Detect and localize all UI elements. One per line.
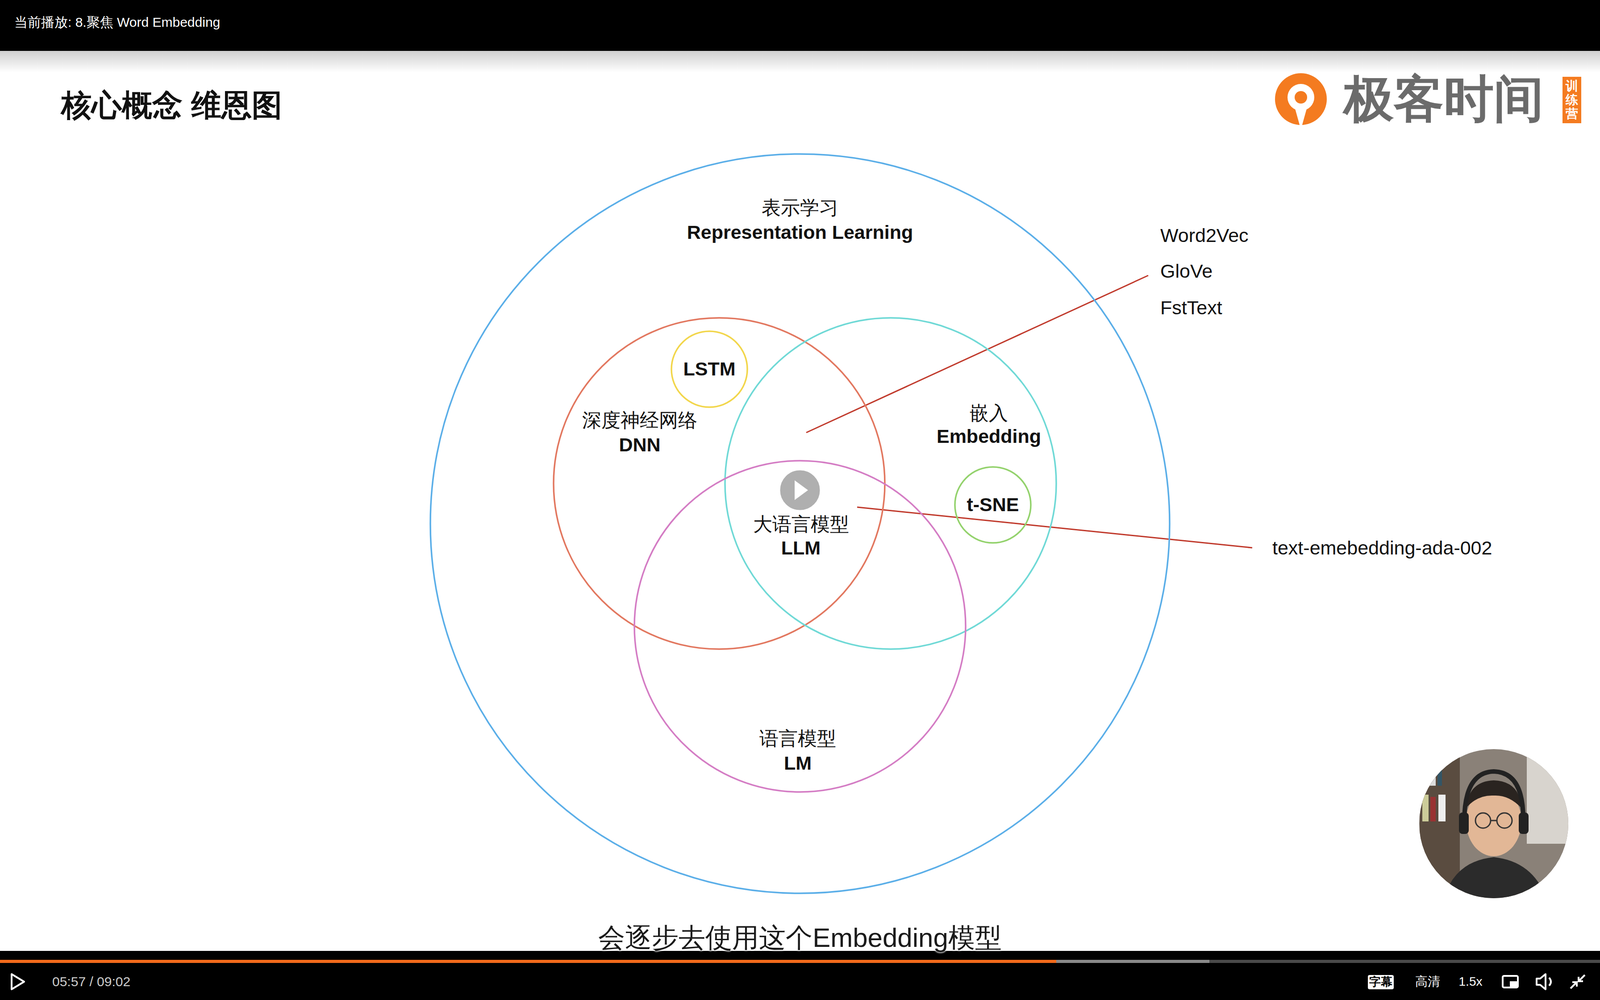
bottom-bar [0, 950, 1600, 1000]
control-button: 1.5x [1458, 974, 1483, 989]
webcam-picture [1415, 745, 1576, 907]
play-icon [11, 974, 25, 990]
venn-circle: 语言模型LM [633, 459, 967, 793]
venn-circle: t-SNE [954, 466, 1032, 544]
circle-stroke [671, 331, 748, 408]
pip-icon [1502, 975, 1518, 988]
circle-label-zh: 嵌入 [969, 402, 1009, 425]
region-label-zh: 大语言模型 [753, 513, 850, 536]
subtitle-button [1367, 975, 1394, 990]
circle-stroke [553, 317, 885, 650]
callout-text: Word2Vec [1160, 224, 1249, 247]
venn-circle: 深度神经网络DNN LSTM [552, 316, 886, 650]
callout-text: FstText [1160, 296, 1223, 319]
circle-label-zh: 深度神经网络 [582, 409, 698, 432]
progress-buffer [0, 959, 1210, 963]
circle-stroke [954, 466, 1031, 543]
venn-circle: LSTM [670, 330, 749, 409]
exit-fullscreen-icon [1570, 975, 1585, 989]
circle-label-zh: 表示学习 [761, 196, 839, 219]
play-overlay [779, 469, 821, 511]
circle-label: LSTM [683, 358, 736, 380]
callout-text: text-emebedding-ada-002 [1272, 537, 1492, 559]
circle-stroke [725, 317, 1057, 650]
time-display: 05:57 / 09:02 [52, 974, 131, 990]
now-playing: 当前播放: 8.聚焦 Word Embedding [14, 14, 221, 31]
top-bar [0, 0, 1600, 51]
callout-text: GloVe [1160, 260, 1213, 283]
volume-icon [1536, 974, 1551, 990]
progress-track [0, 959, 1600, 963]
logo-icon [1275, 73, 1327, 130]
circle-label: DNN [618, 433, 661, 456]
leader-line [857, 507, 1253, 548]
circle-label: LM [783, 752, 812, 775]
circle-stroke [634, 460, 966, 792]
logo-badge [1562, 76, 1582, 124]
region-label: LLM [781, 537, 821, 559]
circle-outline [724, 316, 1058, 650]
logo-badge-text: 训练营 [1565, 79, 1579, 121]
circle-label: Embedding [936, 425, 1042, 448]
video-subtitle: 会逐步去使用这个Embedding模型 [598, 922, 1002, 954]
progress-played [0, 959, 1057, 963]
logo-text: 极客时间 [1343, 70, 1544, 129]
venn-circle: 嵌入Embedding t-SNE [724, 316, 1058, 650]
control-button: 字幕 [1369, 975, 1393, 989]
slide-title: 核心概念 维恩图 [61, 87, 283, 123]
bar-shadow [0, 50, 1600, 73]
circle-label: t-SNE [964, 493, 1021, 516]
leader-line [806, 275, 1149, 433]
circle-stroke [430, 154, 1170, 894]
circle-label: Representation Learning [687, 221, 914, 244]
circle-label-zh: 语言模型 [759, 727, 837, 750]
control-button: 高清 [1415, 974, 1441, 989]
